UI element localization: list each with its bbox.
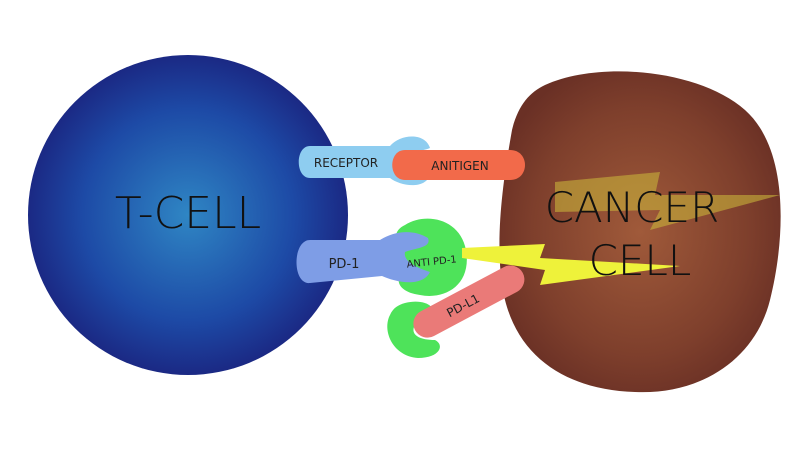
anti-pd1-label: ANTI PD-1 [406, 254, 457, 270]
t-cell-label: T-CELL [115, 188, 261, 239]
antigen-label: ANITIGEN [431, 159, 488, 173]
receptor-label: RECEPTOR [314, 156, 378, 170]
cancer-cell-label-line1: CANCER [545, 183, 720, 232]
faint-lightning-icon [555, 172, 780, 230]
pd1: PD-1 [296, 232, 430, 284]
lightning-icon [462, 244, 680, 285]
cancer-cell: CANCER [499, 71, 781, 393]
cancer-cell-label-line2: CELL [589, 236, 692, 285]
pd1-label: PD-1 [329, 257, 360, 272]
t-cell: T-CELL [28, 55, 348, 375]
antigen: ANITIGEN [392, 150, 525, 180]
